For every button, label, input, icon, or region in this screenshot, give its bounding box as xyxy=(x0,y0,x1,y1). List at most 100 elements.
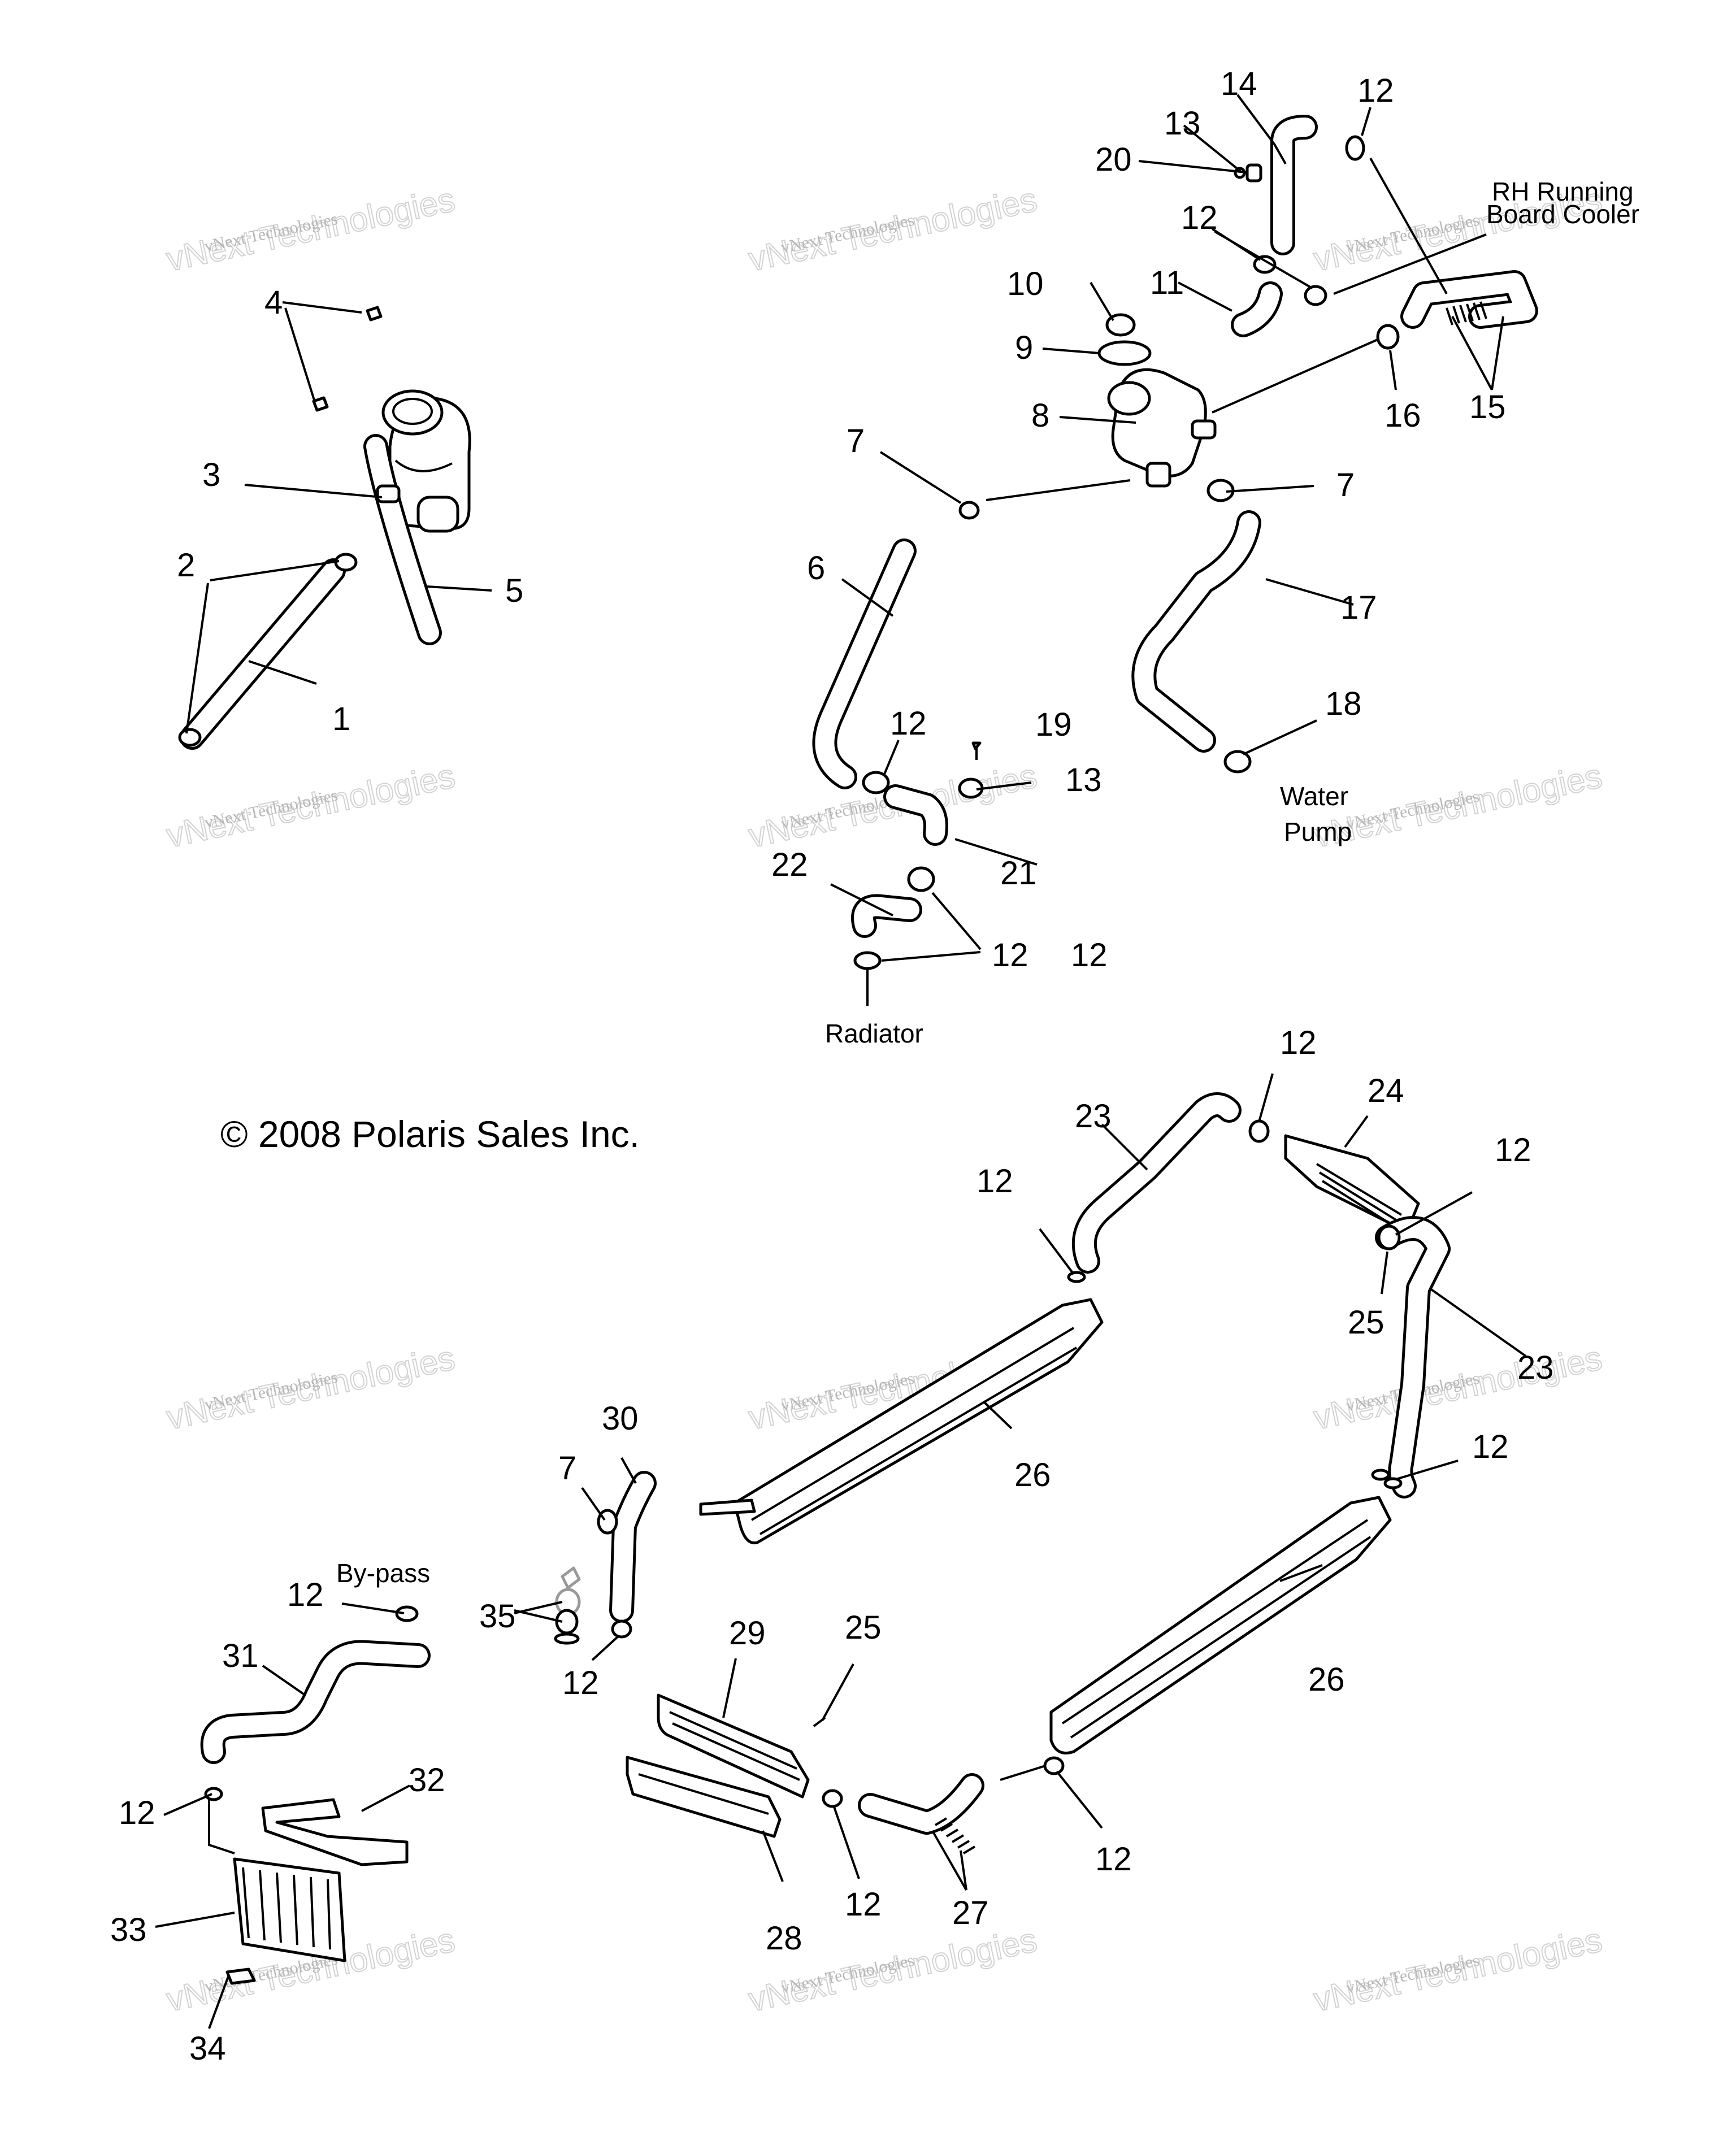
clamp-12 xyxy=(1043,1756,1065,1775)
callout-28: 28 xyxy=(766,1920,802,1957)
clamp-12 xyxy=(611,1619,632,1639)
callout-6: 6 xyxy=(807,550,825,587)
callout-14: 14 xyxy=(1221,66,1257,102)
annotation-notes: RH Running Board Cooler Water Pump Radia… xyxy=(336,177,1639,1588)
callout-12: 12 xyxy=(287,1576,324,1613)
callout-25: 25 xyxy=(845,1609,882,1646)
bottle-outlet xyxy=(416,496,459,533)
callout-27: 27 xyxy=(952,1895,989,1931)
callout-8: 8 xyxy=(1031,397,1049,434)
callout-15: 15 xyxy=(1469,389,1506,425)
callout-20: 20 xyxy=(1095,141,1132,178)
watermark: vNext Technologies vNext Technologies xyxy=(745,180,1041,279)
callout-12: 12 xyxy=(562,1665,599,1701)
spring-15 xyxy=(1446,301,1487,325)
thermostat-35 xyxy=(554,1566,581,1645)
clamp-12 xyxy=(1345,135,1365,161)
callout-25: 25 xyxy=(1348,1304,1385,1341)
clamp-12 xyxy=(1371,1469,1390,1481)
oil-cooler-33 xyxy=(233,1857,346,1962)
clamp-12 xyxy=(1383,1477,1403,1489)
callout-7: 7 xyxy=(847,423,865,459)
rail-26-lower xyxy=(1049,1496,1392,1754)
callout-31: 31 xyxy=(222,1638,259,1674)
recovery-bottle-assembly xyxy=(178,301,492,750)
clamp-12 xyxy=(1248,1119,1270,1143)
clamp-16 xyxy=(1376,324,1400,350)
part-number-labels: 1 2 3 4 5 6 7 7 7 8 9 10 11 12 12 12 12 … xyxy=(110,66,1554,2067)
callout-17: 17 xyxy=(1340,589,1377,626)
watermark: vNext Technologies vNext Technologies xyxy=(1310,1920,1606,2019)
callout-23: 23 xyxy=(1075,1098,1112,1135)
callout-12: 12 xyxy=(1181,199,1218,236)
callout-9: 9 xyxy=(1015,329,1033,366)
clamp-12 xyxy=(395,1605,419,1622)
callout-12: 12 xyxy=(119,1795,155,1831)
callout-12: 12 xyxy=(1357,72,1394,109)
cap-9 xyxy=(1097,340,1152,366)
watermark: vNext Technologies vNext Technologies xyxy=(163,180,459,279)
cooler-24 xyxy=(1284,1134,1420,1233)
callout-29: 29 xyxy=(729,1615,766,1652)
callout-34: 34 xyxy=(189,2030,226,2067)
callout-1: 1 xyxy=(332,701,350,737)
tank-filler-neck xyxy=(1107,381,1151,416)
bracket-28 xyxy=(626,1756,782,1838)
rail-26-spout xyxy=(699,1499,756,1516)
screw-4-upper xyxy=(366,306,383,322)
clamp-12 xyxy=(862,771,890,794)
callout-10: 10 xyxy=(1007,266,1044,302)
callout-12: 12 xyxy=(1495,1132,1531,1169)
clamp-12 xyxy=(1067,1271,1086,1283)
callout-21: 21 xyxy=(1000,855,1037,892)
callout-30: 30 xyxy=(602,1400,639,1437)
callout-12: 12 xyxy=(992,937,1028,974)
callout-4: 4 xyxy=(264,284,283,321)
note-rh-running: RH Running xyxy=(1492,177,1634,206)
note-water: Water xyxy=(1280,781,1348,811)
callout-5: 5 xyxy=(505,572,523,609)
clamp-12 xyxy=(907,866,935,892)
clamp-12 xyxy=(1377,1224,1401,1250)
callout-16: 16 xyxy=(1385,397,1421,434)
note-radiator: Radiator xyxy=(825,1019,923,1048)
note-pump: Pump xyxy=(1284,817,1352,846)
callout-7: 7 xyxy=(1336,467,1355,503)
callout-18: 18 xyxy=(1325,685,1362,722)
callout-19: 19 xyxy=(1035,706,1072,743)
watermark: vNext Technologies vNext Technologies xyxy=(163,756,459,855)
clamp-12 xyxy=(1304,285,1327,306)
callout-26: 26 xyxy=(1014,1457,1051,1493)
spring-27 xyxy=(934,1817,976,1854)
clamp-12 xyxy=(204,1787,223,1801)
clip-3 xyxy=(376,484,401,503)
callout-12: 12 xyxy=(1472,1428,1509,1465)
tank-fitting xyxy=(1145,462,1171,488)
callout-12: 12 xyxy=(976,1163,1013,1200)
callout-12: 12 xyxy=(1071,937,1108,974)
callout-23: 23 xyxy=(1517,1349,1554,1386)
clamp-12 xyxy=(822,1789,843,1808)
callout-33: 33 xyxy=(110,1912,147,1948)
fitting-13 xyxy=(1245,163,1262,183)
heat-exchanger-29 xyxy=(657,1693,810,1799)
clamp-2-lower xyxy=(178,728,202,747)
callout-12: 12 xyxy=(845,1886,882,1923)
copyright-notice: © 2008 Polaris Sales Inc. xyxy=(220,1113,640,1155)
callout-35: 35 xyxy=(479,1598,516,1635)
callout-12: 12 xyxy=(1280,1024,1317,1061)
callout-26: 26 xyxy=(1308,1661,1345,1698)
callout-13: 13 xyxy=(1164,105,1201,142)
callout-2: 2 xyxy=(177,547,195,584)
watermark: vNext Technologies vNext Technologies xyxy=(1310,756,1606,855)
bracket-34 xyxy=(225,1967,256,1985)
bottle-cap xyxy=(381,389,444,436)
callout-11: 11 xyxy=(1150,264,1184,301)
callout-3: 3 xyxy=(202,457,220,493)
callout-24: 24 xyxy=(1368,1072,1404,1109)
note-board-cooler: Board Cooler xyxy=(1486,199,1639,229)
coolant-tank-assembly xyxy=(812,94,1538,1006)
callout-22: 22 xyxy=(771,846,808,883)
running-board-coolers xyxy=(155,1073,1527,2029)
screw-4-lower xyxy=(312,396,329,412)
